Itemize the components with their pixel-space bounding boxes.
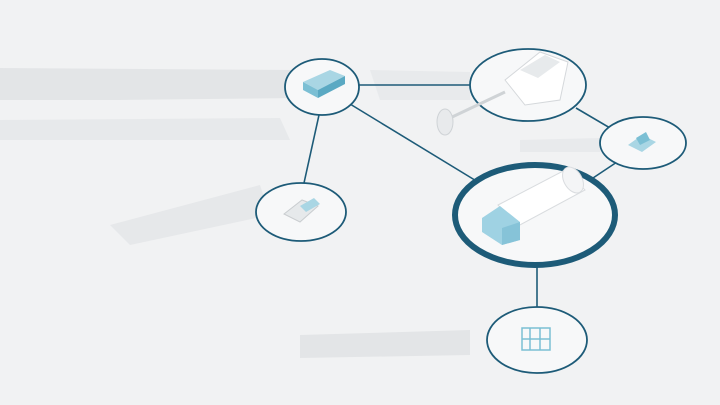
node-c[interactable] (599, 116, 687, 170)
frame-module-icon (521, 327, 551, 351)
node-e[interactable] (255, 182, 347, 242)
tank-unit-icon (482, 166, 586, 245)
link-b-c (575, 107, 611, 129)
link-c-d (589, 161, 618, 181)
motor-unit-icon (283, 198, 320, 223)
connectors (303, 84, 618, 307)
switchboard-module-icon (303, 70, 345, 98)
engine-propeller-icon (436, 51, 569, 136)
node-d[interactable] (452, 162, 618, 268)
small-module-icon (628, 132, 656, 152)
link-a-e (303, 114, 320, 184)
link-a-d (349, 103, 479, 183)
node-b[interactable] (436, 48, 587, 136)
node-f[interactable] (486, 306, 588, 374)
floor-shadows (0, 68, 600, 358)
node-a[interactable] (284, 58, 360, 116)
